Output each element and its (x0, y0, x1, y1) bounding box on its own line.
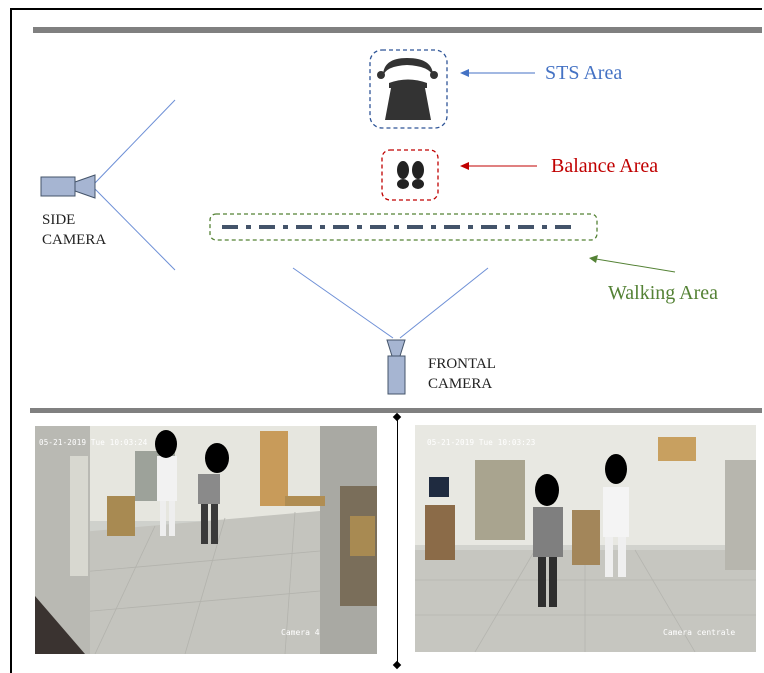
figure-frame (10, 8, 762, 673)
frontal-camera-fov-left (292, 267, 394, 339)
side-camera-label-line2: CAMERA (42, 232, 107, 248)
frontal-photo-timestamp: 05-21-2019 Tue 10:03:23 (427, 438, 536, 447)
side-camera-photo: 05-21-2019 Tue 10:03:24 Camera 4 (35, 426, 377, 654)
layout-diagram (40, 49, 676, 395)
frontal-camera-icon (386, 339, 406, 395)
side-camera-label-line1: SIDE (42, 212, 76, 228)
frontal-camera-scene (415, 425, 756, 652)
side-camera-scene (35, 426, 377, 654)
footprints-icon (397, 161, 424, 189)
frontal-camera-label-line2: CAMERA (428, 376, 493, 392)
sts-area-label: STS Area (545, 62, 623, 84)
side-camera-icon (40, 174, 96, 199)
balance-area-label: Balance Area (551, 155, 659, 177)
middle-divider-bar (30, 408, 762, 413)
side-camera-label: SIDE CAMERA (42, 210, 106, 250)
walking-area-box (209, 213, 598, 241)
chair-icon (377, 58, 438, 120)
walking-area-label: Walking Area (608, 282, 719, 304)
balance-area-box (381, 149, 439, 201)
side-photo-timestamp: 05-21-2019 Tue 10:03:24 (39, 438, 148, 447)
side-camera-fov-upper (94, 99, 176, 184)
frontal-camera-label-line1: FRONTAL (428, 356, 496, 372)
frontal-camera-photo: 05-21-2019 Tue 10:03:23 Camera centrale (415, 425, 756, 652)
frontal-camera-fov-right (399, 267, 489, 339)
side-camera-fov-lower (94, 188, 176, 271)
walking-arrow (595, 258, 676, 273)
frontal-camera-label: FRONTAL CAMERA (428, 354, 496, 394)
photo-separator-line (397, 416, 398, 667)
sts-area-box (369, 49, 448, 129)
side-photo-camera-name: Camera 4 (281, 628, 320, 637)
frontal-photo-camera-name: Camera centrale (663, 628, 736, 637)
top-divider-bar (33, 27, 762, 33)
